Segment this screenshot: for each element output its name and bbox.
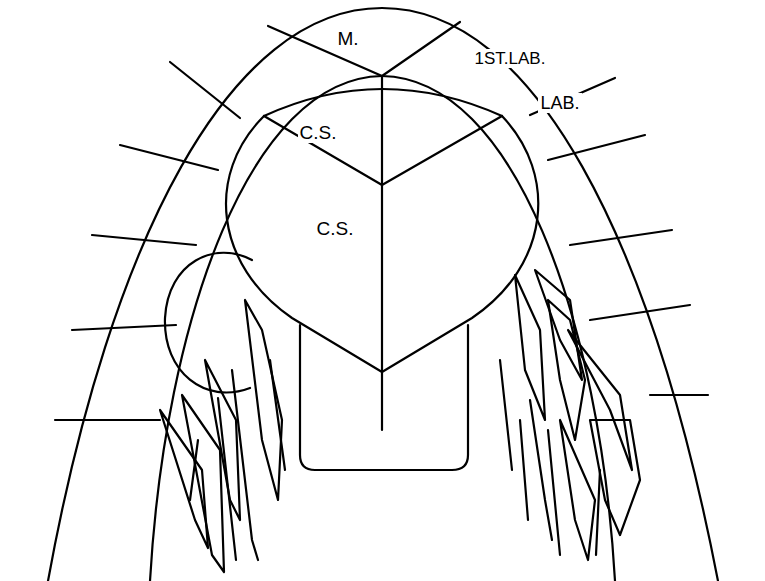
part-label: C.S. xyxy=(315,218,356,239)
part-label: M. xyxy=(335,28,360,49)
part-label: 1ST.LAB. xyxy=(473,49,548,68)
part-label: LAB. xyxy=(538,93,581,113)
part-label: C.S. xyxy=(298,122,339,143)
